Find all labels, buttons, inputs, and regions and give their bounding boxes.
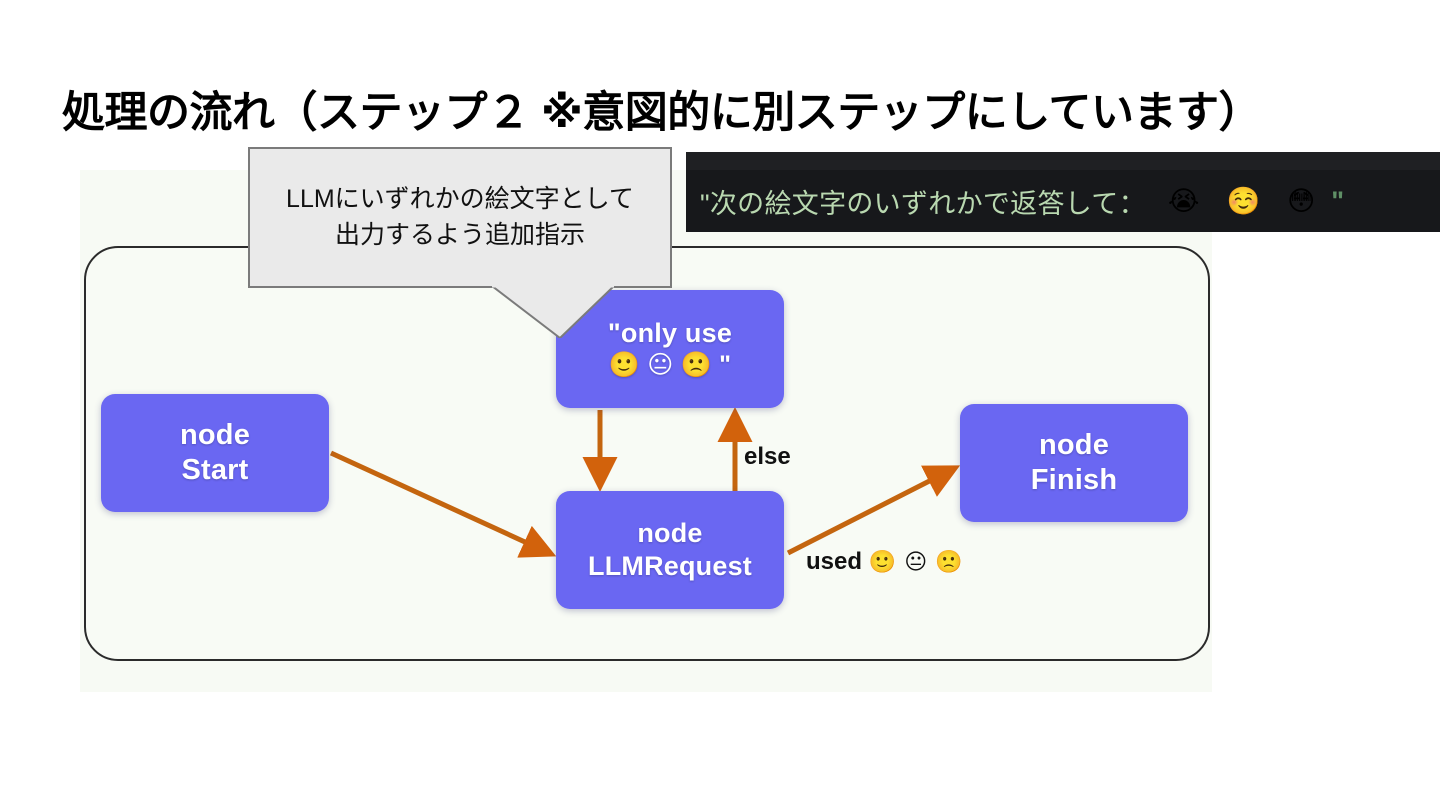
terminal-strip: "次の絵文字のいずれかで返答して： 😭 ☺️ 😳 " (686, 170, 1440, 232)
callout-tail (492, 286, 614, 338)
terminal-emoji-smiling: ☺️ (1226, 186, 1261, 216)
callout-bubble: LLMにいずれかの絵文字として 出力するよう追加指示 (248, 147, 672, 288)
terminal-emoji-group: 😭 ☺️ 😳 (1146, 185, 1315, 217)
node-finish[interactable]: node Finish (960, 404, 1188, 522)
node-start[interactable]: node Start (101, 394, 329, 512)
terminal-end-quote: " (1331, 185, 1345, 216)
edge-label-else: else (744, 443, 791, 470)
terminal-ghost-strip (686, 152, 1440, 170)
terminal-emoji-crying: 😭 (1167, 185, 1200, 216)
edge-label-used: used 🙂 😐 🙁 (806, 548, 964, 576)
node-llmrequest-line1: node (637, 518, 703, 549)
node-only-use-emojis: 🙂 😐 🙁 " (608, 350, 732, 379)
terminal-emoji-flushed: 😳 (1287, 185, 1316, 216)
node-finish-line2: Finish (1030, 464, 1118, 496)
terminal-prompt-text: "次の絵文字のいずれかで返答して： (700, 188, 1146, 219)
node-llmrequest-line2: LLMRequest (588, 551, 752, 581)
callout-line-2: 出力するよう追加指示 (334, 220, 585, 249)
edge-label-used-emojis: 🙂 😐 🙁 (868, 549, 964, 574)
node-llmrequest[interactable]: node LLMRequest (556, 491, 784, 609)
callout-text: LLMにいずれかの絵文字として 出力するよう追加指示 (286, 182, 634, 253)
node-only-use-line1: "only use (607, 317, 733, 348)
node-only-use[interactable]: "only use 🙂 😐 🙁 " (556, 290, 784, 408)
node-finish-line1: node (1038, 428, 1110, 461)
callout-line-1: LLMにいずれかの絵文字として (286, 185, 634, 213)
page-title: 処理の流れ（ステップ２ ※意図的に別ステップにしています） (62, 89, 1261, 137)
node-start-line2: Start (181, 454, 249, 486)
node-start-line1: node (179, 418, 251, 451)
edge-label-used-text: used (806, 548, 863, 575)
